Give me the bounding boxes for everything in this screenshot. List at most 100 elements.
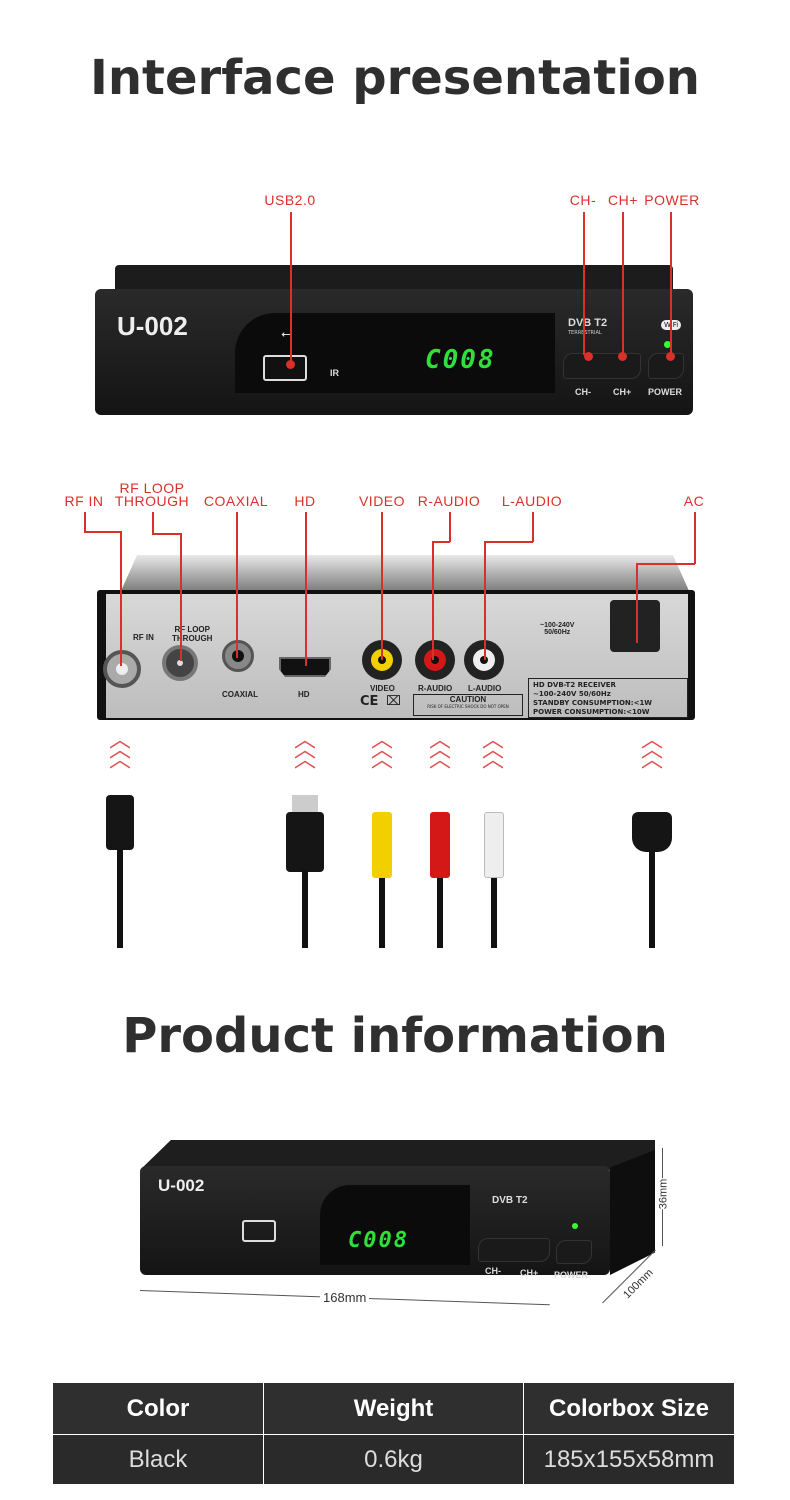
callout-line — [180, 533, 182, 661]
ac-power-cord — [610, 600, 660, 652]
rf-in-label: RF IN — [133, 633, 154, 642]
ch-plus-label: CH+ — [520, 1268, 539, 1278]
callout-l-audio: L-AUDIO — [501, 493, 563, 509]
header-colorbox-size: Colorbox Size — [523, 1382, 735, 1435]
device-top-back — [120, 555, 690, 593]
rf-cable-plug — [106, 795, 134, 850]
callout-line — [532, 512, 534, 542]
callout-rf-loop-line2: THROUGH — [114, 493, 190, 509]
arrow-up-icon: ︿︿︿ — [640, 728, 664, 773]
callout-rf-loop-line1: RF LOOP — [119, 480, 185, 496]
terrestrial-label: TERRESTRIAL — [568, 330, 602, 336]
header-color: Color — [52, 1382, 264, 1435]
power-label: POWER — [648, 387, 683, 397]
rf-in-port[interactable] — [103, 650, 141, 688]
port-center — [480, 656, 488, 664]
port-center — [232, 650, 244, 662]
value-color: Black — [52, 1434, 264, 1485]
arrow-up-icon: ︿︿︿ — [370, 728, 394, 773]
arrow-up-icon: ︿︿︿ — [428, 728, 452, 773]
callout-line — [381, 512, 383, 660]
ir-label: IR — [330, 368, 339, 378]
device-top — [140, 1140, 655, 1170]
callout-dot — [618, 352, 627, 361]
spec-line: STANDBY CONSUMPTION:<1W — [533, 699, 653, 707]
port-ring — [473, 649, 495, 671]
callout-line — [636, 563, 695, 565]
dvb-logo: DVB T2 — [568, 317, 608, 329]
callout-ch-plus: CH+ — [608, 192, 638, 208]
port-center — [177, 660, 183, 666]
port-ring — [371, 649, 393, 671]
r-audio-port[interactable] — [415, 640, 455, 680]
arrow-up-icon: ︿︿︿ — [108, 728, 132, 773]
led-display: C008 — [425, 345, 496, 375]
ac-cable — [649, 850, 655, 948]
product-title: Product information — [122, 1008, 668, 1064]
usb-port[interactable] — [263, 355, 307, 381]
callout-usb: USB2.0 — [264, 192, 316, 208]
channel-buttons[interactable] — [478, 1238, 550, 1262]
port-center — [378, 656, 386, 664]
ch-minus-label: CH- — [575, 387, 591, 397]
value-weight: 0.6kg — [263, 1434, 524, 1485]
port-center — [431, 656, 439, 664]
callout-line — [484, 541, 533, 543]
led-display: C008 — [348, 1228, 409, 1253]
callout-line — [120, 531, 122, 666]
power-button[interactable] — [556, 1240, 592, 1264]
callout-ch-minus: CH- — [569, 192, 597, 208]
device-top — [115, 265, 673, 291]
power-led — [664, 341, 671, 348]
rf-cable — [117, 850, 123, 948]
l-audio-label: L-AUDIO — [468, 684, 502, 693]
caution-label: CAUTION RISK OF ELECTRIC SHOCK DO NOT OP… — [413, 694, 523, 716]
ch-plus-label: CH+ — [613, 387, 632, 397]
callout-video: VIDEO — [358, 493, 406, 509]
width-dimension: 168mm — [320, 1290, 370, 1305]
video-plug — [372, 812, 392, 878]
callout-dot — [666, 352, 675, 361]
callout-hd: HD — [294, 493, 316, 509]
callout-line — [84, 512, 86, 532]
callout-line — [152, 512, 154, 534]
arrow-up-icon: ︿︿︿ — [481, 728, 505, 773]
callout-line — [694, 512, 696, 564]
model-label: U-002 — [117, 311, 188, 341]
spec-line: HD DVB-T2 RECEIVER — [533, 681, 616, 689]
callout-line — [432, 541, 450, 543]
hdmi-plug-tip — [292, 795, 318, 813]
callout-line — [84, 531, 120, 533]
l-audio-port[interactable] — [464, 640, 504, 680]
display-panel — [320, 1185, 470, 1265]
callout-line — [583, 212, 585, 355]
rf-loop-label-line2: THROUGH — [172, 634, 213, 643]
usb-icon: ⭠ — [281, 327, 292, 342]
display-panel — [235, 313, 555, 393]
power-label: POWER — [554, 1270, 589, 1280]
weee-icon: ⌧ — [386, 694, 401, 709]
port-center — [116, 663, 128, 675]
channel-buttons[interactable] — [563, 353, 641, 379]
usb-port[interactable] — [242, 1220, 276, 1242]
ce-mark: CE — [360, 694, 379, 709]
spec-line: ~100-240V 50/60Hz — [533, 690, 611, 698]
caution-title: CAUTION — [449, 695, 487, 704]
power-led — [572, 1223, 578, 1229]
callout-line — [636, 563, 638, 643]
arrow-up-icon: ︿︿︿ — [293, 728, 317, 773]
callout-line — [622, 212, 624, 355]
interface-title: Interface presentation — [90, 50, 700, 106]
coaxial-port[interactable] — [222, 640, 254, 672]
product-device: U-002 C008 DVB T2 CH- CH+ POWER — [140, 1140, 655, 1280]
callout-line — [484, 541, 486, 660]
table-row: Black 0.6kg 185x155x58mm — [52, 1434, 735, 1485]
rf-loop-label-line1: RF LOOP — [174, 625, 210, 634]
ac-plug — [632, 812, 672, 852]
callout-r-audio: R-AUDIO — [417, 493, 481, 509]
callout-ac: AC — [683, 493, 705, 509]
callout-line — [236, 512, 238, 658]
port-ring — [424, 649, 446, 671]
